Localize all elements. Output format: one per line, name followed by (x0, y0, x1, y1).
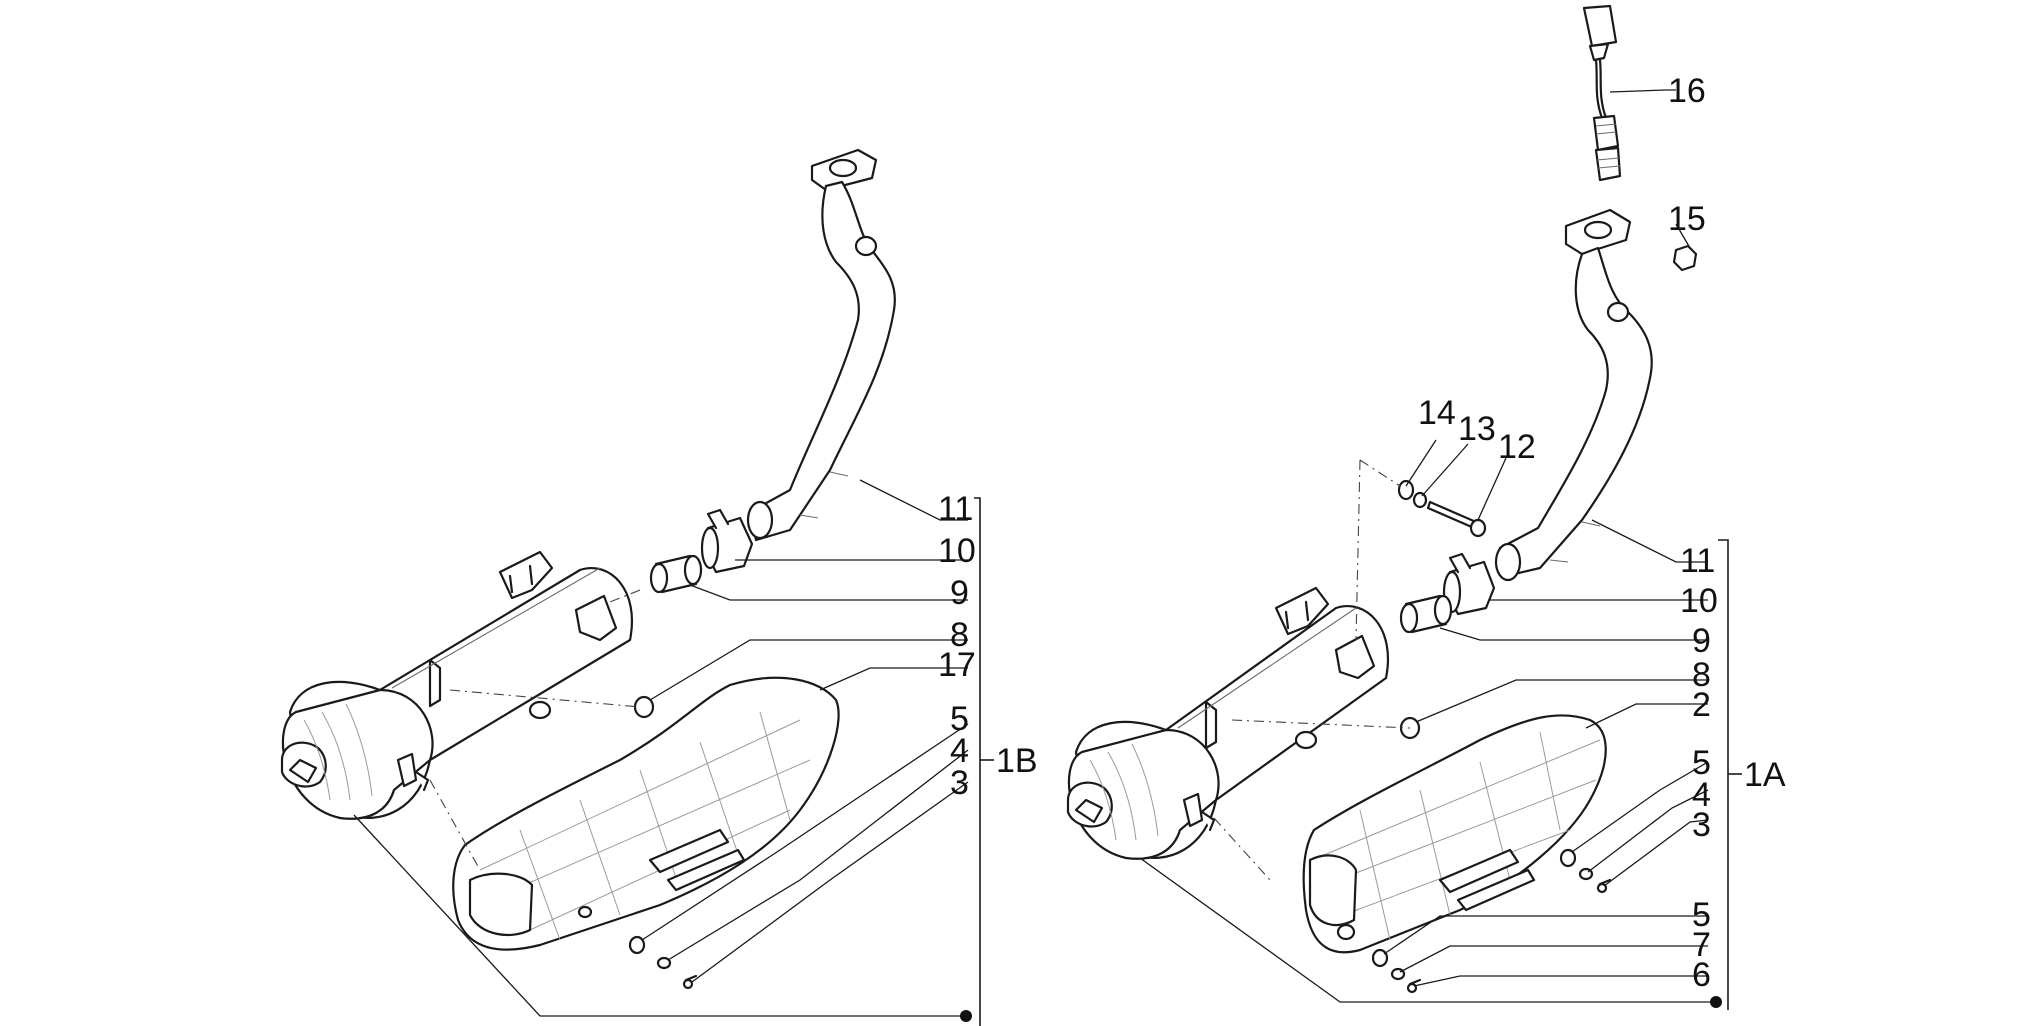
left-heat-shield (452, 676, 840, 951)
left-group-label-1B: 1B (996, 742, 1038, 780)
left-callout-11: 11 (938, 490, 973, 528)
right-exhaust-assembly: 16 15 14 13 12 11 10 9 8 2 5 4 3 5 7 6 1… (1066, 4, 1786, 1010)
left-callout-9: 9 (950, 574, 969, 612)
left-callout-5: 5 (950, 700, 969, 738)
left-screw-3 (682, 974, 698, 990)
right-callout-16: 16 (1668, 72, 1706, 110)
left-callout-4: 4 (950, 732, 969, 770)
right-washer-14 (1397, 479, 1415, 501)
left-gasket-sleeve (649, 554, 703, 594)
left-washer-4 (656, 956, 672, 970)
right-reference-dot (1710, 996, 1722, 1008)
left-pipe-clamp (700, 508, 754, 574)
right-gasket-sleeve (1399, 594, 1453, 634)
right-callout-5-lower: 5 (1692, 896, 1711, 934)
right-oxygen-sensor (1582, 4, 1622, 182)
right-callout-12: 12 (1498, 428, 1536, 466)
right-callout-2: 2 (1692, 686, 1711, 724)
right-flange-nut (1672, 244, 1698, 272)
right-header-pipe (1494, 208, 1653, 582)
right-callout-9: 9 (1692, 622, 1711, 660)
left-exhaust-assembly: 11 10 9 8 17 5 4 3 1B (280, 148, 1038, 1026)
right-callout-10: 10 (1680, 582, 1718, 620)
left-callout-10: 10 (938, 532, 976, 570)
right-callout-15: 15 (1668, 200, 1706, 238)
left-washer-5 (628, 935, 646, 955)
right-callout-3-upper: 3 (1692, 806, 1711, 844)
right-callout-8: 8 (1692, 656, 1711, 694)
right-bolt-12 (1426, 500, 1487, 538)
left-callout-8: 8 (950, 616, 969, 654)
left-reference-dot (960, 1010, 972, 1022)
right-callout-13: 13 (1458, 410, 1496, 448)
right-group-label-1A: 1A (1744, 756, 1786, 794)
right-callout-5-upper: 5 (1692, 744, 1711, 782)
right-screw-3-upper (1596, 878, 1612, 894)
right-callout-14: 14 (1418, 394, 1456, 432)
right-heat-shield (1302, 714, 1607, 954)
left-callout-3: 3 (950, 764, 969, 802)
right-callout-7-lower: 7 (1692, 926, 1711, 964)
left-callout-17: 17 (938, 646, 976, 684)
right-lock-washer-13 (1412, 491, 1428, 509)
left-muffler-body (280, 550, 633, 820)
right-muffler-body (1066, 586, 1389, 860)
left-header-pipe (746, 148, 896, 542)
right-callout-6-lower: 6 (1692, 956, 1711, 994)
right-washer-5-upper (1559, 848, 1577, 868)
right-washer-5-lower (1371, 948, 1389, 968)
right-callout-11: 11 (1680, 542, 1715, 580)
right-callout-4-upper: 4 (1692, 776, 1711, 814)
